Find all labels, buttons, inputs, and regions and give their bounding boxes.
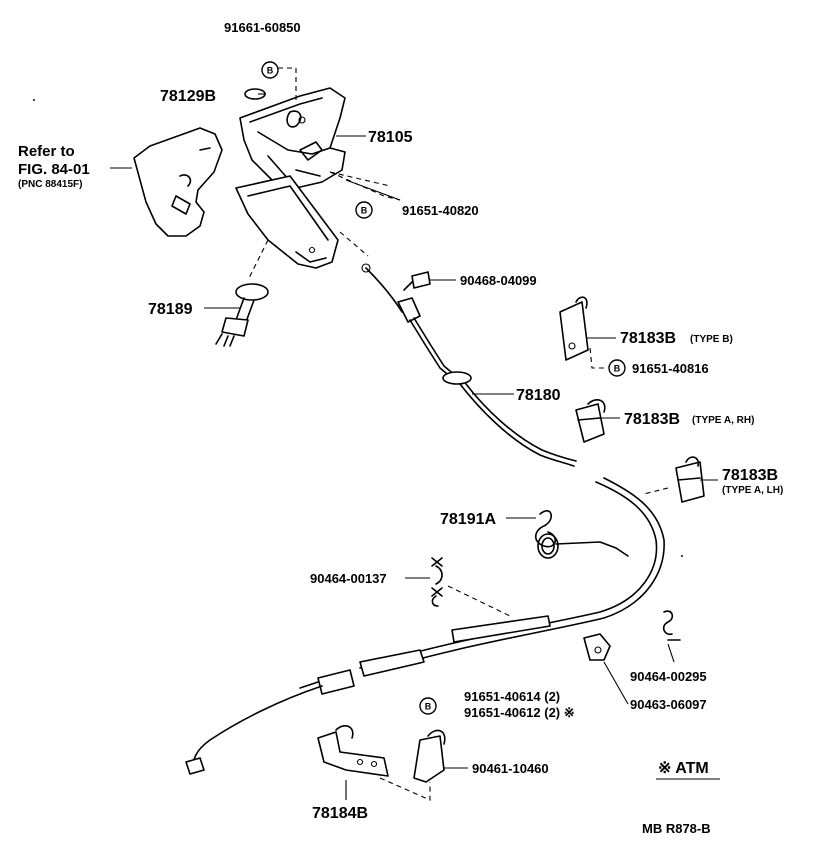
ref-line-1: Refer to: [18, 143, 75, 160]
note-atm: ※ ATM: [658, 760, 709, 777]
bolt-90468-04099: [403, 271, 431, 291]
label-90464-00295: 90464-00295: [630, 669, 707, 684]
label-90463-06097: 90463-06097: [630, 697, 707, 712]
label-90464-00137: 90464-00137: [310, 571, 387, 586]
label-91651-40816: 91651-40816: [632, 361, 709, 376]
bracket-78183b-type-a-rh: [575, 399, 606, 443]
lever-bracket: [235, 175, 339, 269]
label-78183b-type-a-lh: 78183B: [722, 467, 778, 484]
badge-b-91651-40816: B: [608, 359, 626, 377]
scan-dot: [681, 555, 683, 557]
label-90468-04099: 90468-04099: [460, 273, 537, 288]
label-78183b-type-b: 78183B: [620, 330, 676, 347]
dashed-leaders: [247, 67, 669, 801]
leader-lines: [110, 93, 718, 800]
svg-text:B: B: [425, 702, 432, 712]
svg-text:B: B: [361, 206, 368, 216]
label-78180: 78180: [516, 387, 561, 404]
grip-cover-ref: [133, 127, 223, 237]
rear-cable: [185, 477, 665, 775]
label-78105: 78105: [368, 129, 413, 146]
note-type-a-lh: (TYPE A, LH): [722, 485, 783, 496]
ref-line-2: FIG. 84-01: [18, 161, 90, 178]
label-91651-40820: 91651-40820: [402, 203, 479, 218]
clip-90464-00137: [431, 557, 443, 607]
badge-b-91651-40820: B: [355, 201, 373, 219]
button-pin-78189: [215, 283, 269, 347]
spring-78191a: [534, 510, 629, 559]
label-91651-40612: 91651-40612 (2) ※: [464, 705, 575, 720]
scan-dot: [33, 99, 35, 101]
bracket-78184b: [317, 725, 389, 777]
label-91651-40614: 91651-40614 (2): [464, 689, 560, 704]
badge-b-91651-40614: B: [419, 697, 437, 715]
ref-line-3: (PNC 88415F): [18, 179, 82, 190]
brake-lever-78105: [239, 87, 346, 189]
note-type-a-rh: (TYPE A, RH): [692, 415, 754, 426]
label-78184b: 78184B: [312, 805, 368, 822]
svg-text:B: B: [267, 66, 274, 76]
label-78189: 78189: [148, 301, 193, 318]
clip-90464-00295: [662, 610, 681, 641]
bracket-78183b-type-b: [559, 296, 589, 361]
grommet-90463-06097: [583, 633, 611, 661]
label-90461-10460: 90461-10460: [472, 761, 549, 776]
label-78129b: 78129B: [160, 88, 216, 105]
bracket-90461-10460: [413, 729, 446, 783]
label-78183b-type-a-rh: 78183B: [624, 411, 680, 428]
front-cable-78180: [361, 263, 577, 467]
bracket-78183b-type-a-lh: [675, 456, 705, 503]
drawing-code: MB R878-B: [642, 821, 711, 836]
label-78191a: 78191A: [440, 511, 496, 528]
badge-b-91661: B: [261, 61, 279, 79]
svg-text:B: B: [614, 364, 621, 374]
label-91661-60850: 91661-60850: [224, 20, 301, 35]
note-type-b: (TYPE B): [690, 334, 733, 345]
